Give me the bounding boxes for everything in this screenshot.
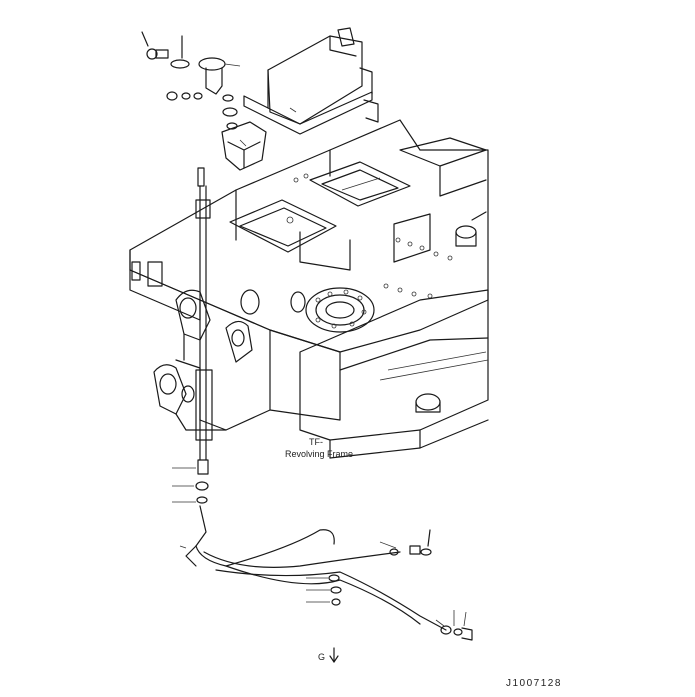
swing-circle bbox=[240, 287, 375, 333]
boom-foot-brackets bbox=[153, 289, 253, 431]
top-cover-box bbox=[243, 27, 379, 135]
callout-label: Revolving Frame bbox=[285, 449, 353, 459]
bracket bbox=[221, 121, 267, 171]
cable-harness bbox=[179, 529, 473, 641]
top-fasteners bbox=[141, 31, 241, 130]
drawing-number: J1007128 bbox=[506, 678, 562, 689]
revolving-frame bbox=[129, 119, 489, 431]
bottom-marker-label: G bbox=[318, 652, 325, 662]
bottom-marker bbox=[329, 647, 339, 663]
lower-platform bbox=[299, 289, 489, 459]
vertical-rod bbox=[172, 167, 213, 547]
callout-ref: TF- bbox=[309, 437, 323, 447]
